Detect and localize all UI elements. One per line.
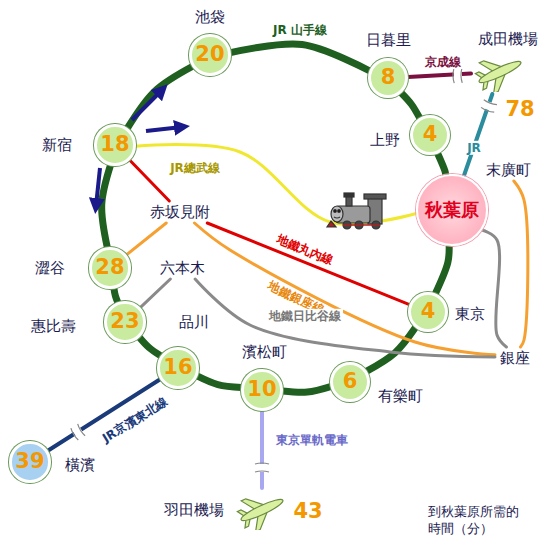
station-circle: 池袋20 <box>189 34 230 75</box>
line-break-mark <box>481 100 497 113</box>
station-label: 銀座 <box>497 349 533 367</box>
rail-line <box>514 181 528 347</box>
airplane-icon <box>473 52 527 92</box>
minutes-number: 23 <box>110 309 139 334</box>
station-name: 赤坂見附 <box>148 203 212 221</box>
destination-circle: 秋葉原 <box>416 174 488 246</box>
station-circle: 東京4 <box>408 292 448 332</box>
station-circle: 新宿18 <box>94 124 135 165</box>
loop-line-segment <box>401 93 419 118</box>
minutes-number: 4 <box>421 299 436 324</box>
station-name: 日暮里 <box>364 31 413 49</box>
station-name: 濱松町 <box>240 343 289 361</box>
loop-line-segment <box>435 246 449 294</box>
station-name: 池袋 <box>193 8 227 26</box>
minutes-number: 43 <box>293 499 322 524</box>
destination-name: 秋葉原 <box>425 199 479 221</box>
airport-name: 羽田機場 <box>162 501 226 519</box>
station-name: 橫濱 <box>63 456 97 474</box>
line-name: JR 山手線 <box>271 23 329 37</box>
station-circle: 惠比壽23 <box>104 301 145 342</box>
line-break-mark <box>453 69 462 83</box>
station-circle: 品川16 <box>157 347 198 388</box>
minutes-number: 16 <box>163 355 192 380</box>
rail-line <box>129 160 169 201</box>
line-break-mark <box>70 424 85 441</box>
loop-line-segment <box>283 387 331 393</box>
line-name: 地鐵日比谷線 <box>267 309 343 323</box>
line-name: 東京單軌電車 <box>274 433 350 447</box>
minutes-number: 4 <box>423 122 438 147</box>
station-circle: 上野4 <box>410 115 450 155</box>
line-break-mark <box>255 463 269 472</box>
station-name: 品川 <box>177 313 211 331</box>
station-name: 末廣町 <box>484 161 533 179</box>
line-name: JR京濱東北線 <box>98 393 172 446</box>
station-name: 惠比壽 <box>29 317 78 335</box>
station-circle: 日暮里8 <box>368 58 408 98</box>
minutes-number: 39 <box>15 449 44 474</box>
line-name: 京成線 <box>423 55 463 69</box>
minutes-number: 8 <box>381 65 396 90</box>
station-name: 澀谷 <box>33 259 67 277</box>
airport-name: 成田機場 <box>476 30 540 48</box>
minutes-number: 20 <box>195 42 224 67</box>
station-name: 六本木 <box>158 259 207 277</box>
station-label: 赤坂見附 <box>147 203 213 221</box>
line-name: JR <box>465 141 483 155</box>
loop-line-segment <box>197 376 241 388</box>
loop-line-segment <box>230 44 369 71</box>
loop-line-segment <box>139 337 161 356</box>
station-name: 新宿 <box>40 136 74 154</box>
loop-line-segment <box>102 165 111 247</box>
airport-node: 羽田機場43 <box>235 490 289 530</box>
rail-line <box>482 230 506 347</box>
loop-line-segment <box>127 66 192 128</box>
train-illustration <box>327 193 386 229</box>
legend-note: 到秋葉原所需的 時間（分） <box>428 504 528 538</box>
rail-line <box>140 279 170 308</box>
airplane-icon <box>235 490 289 530</box>
station-circle: 濱松町10 <box>241 369 282 410</box>
minutes-number: 10 <box>247 377 276 402</box>
loop-line-segment <box>114 288 118 302</box>
rail-line <box>136 145 417 225</box>
minutes-number: 6 <box>343 369 358 394</box>
station-circle: 有樂町6 <box>330 362 370 402</box>
station-circle: 橫濱39 <box>9 441 50 482</box>
station-name: 銀座 <box>498 349 532 367</box>
station-circle: 澀谷28 <box>89 247 130 288</box>
station-name: 有樂町 <box>376 387 425 405</box>
rail-line <box>126 223 166 255</box>
station-name: 上野 <box>368 131 402 149</box>
station-name: 東京 <box>453 305 487 323</box>
rail-line <box>260 411 264 488</box>
line-name: JR總武線 <box>168 161 222 175</box>
airport-node: 成田機場78 <box>473 52 527 92</box>
minutes-number: 18 <box>100 132 129 157</box>
minutes-number: 28 <box>95 255 124 280</box>
direction-arrows <box>96 90 182 206</box>
minutes-number: 78 <box>505 97 534 122</box>
station-label: 末廣町 <box>483 161 534 179</box>
loop-line-segment <box>438 153 446 174</box>
station-label: 六本木 <box>157 259 208 277</box>
